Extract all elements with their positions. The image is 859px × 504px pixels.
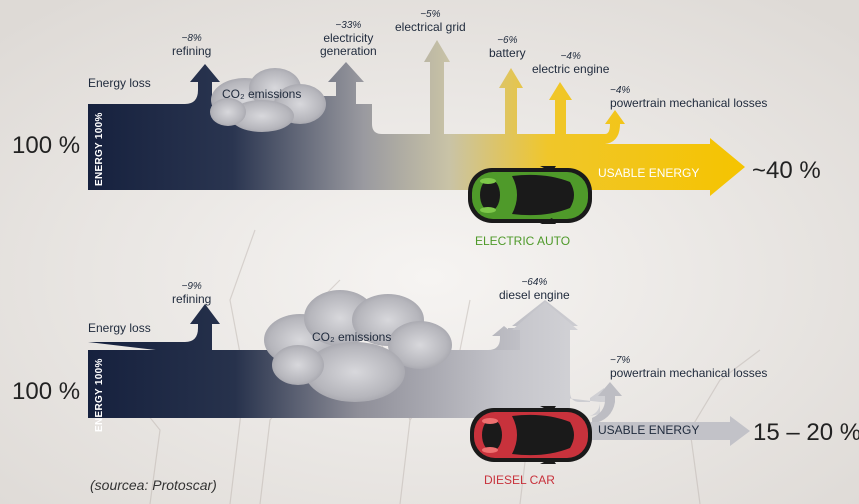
electric-result: ~40 % — [752, 157, 821, 184]
electric-loss-engine: −4% electric engine — [532, 51, 610, 76]
electric-start-percent: 100 % — [12, 132, 81, 159]
diesel-result: 15 – 20 % — [753, 419, 859, 446]
diesel-loss-powertrain: −7% powertrain mechanical losses — [610, 355, 768, 380]
diesel-powertrain-loss-arrow — [592, 382, 622, 424]
diesel-car — [470, 406, 592, 464]
diesel-co2-cloud — [264, 290, 452, 402]
electric-usable-label: USABLE ENERGY — [598, 166, 700, 180]
electric-energy-label: ENERGY 100% — [94, 112, 105, 186]
electric-flow — [88, 40, 745, 196]
diesel-energy-loss-label: Energy loss — [88, 321, 151, 335]
diesel-energy-label: ENERGY 100% — [94, 358, 105, 432]
diesel-car-label: DIESEL CAR — [484, 473, 555, 487]
electric-loss-battery: −6% battery — [489, 35, 526, 60]
diesel-co2-label: CO₂ emissions — [312, 330, 392, 344]
electric-loss-grid: −5% electrical grid — [395, 9, 466, 34]
diesel-usable-label: USABLE ENERGY — [598, 423, 700, 437]
electric-energy-arrow — [88, 40, 745, 196]
electric-energy-loss-label: Energy loss — [88, 76, 151, 90]
diesel-loss-engine: −64% diesel engine — [499, 277, 570, 302]
electric-co2-label: CO₂ emissions — [222, 87, 302, 101]
electric-loss-refining: −8% refining — [172, 33, 212, 58]
source-caption: (sourcea: Protoscar) — [90, 477, 217, 493]
electric-co2-cloud — [210, 68, 326, 132]
diesel-start-percent: 100 % — [12, 378, 81, 405]
electric-loss-powertrain: −4% powertrain mechanical losses — [610, 85, 768, 110]
electric-loss-generation: −33% electricity generation — [320, 20, 377, 58]
diesel-flow — [88, 290, 750, 446]
diesel-usable-energy-arrow — [588, 416, 750, 446]
electric-car — [468, 166, 592, 224]
electric-car-label: ELECTRIC AUTO — [475, 234, 571, 248]
diesel-loss-refining: −9% refining — [172, 281, 212, 306]
